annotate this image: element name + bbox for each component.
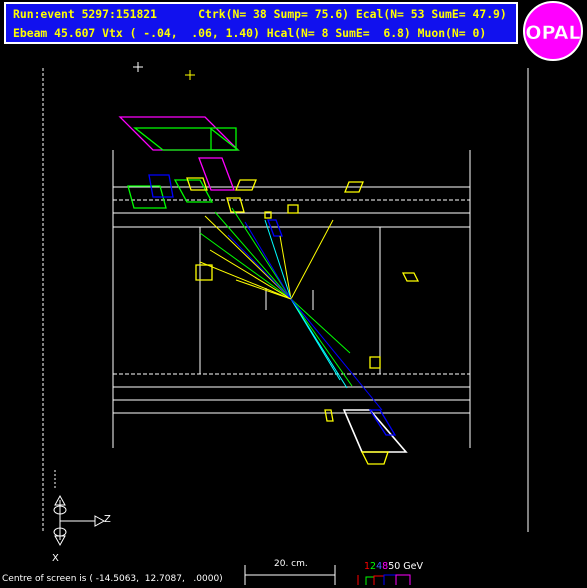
scale-bar bbox=[244, 565, 336, 585]
centre-of-screen-text: Centre of screen is ( -14.5063, 12.7087,… bbox=[2, 574, 223, 584]
energy-scale-legend: 124850 GeV bbox=[356, 561, 423, 572]
energy-scale-4: 4 bbox=[376, 561, 383, 572]
x-axis-label: X bbox=[52, 553, 59, 564]
energy-scale-2: 2 bbox=[370, 561, 377, 572]
ebeam-vtx-text: Ebeam 45.607 Vtx ( -.04, .06, 1.40) bbox=[13, 26, 260, 40]
hcal-muon-summary: Hcal(N= 8 SumE= 6.8) Muon(N= 0) bbox=[266, 26, 487, 40]
z-axis-label: Z bbox=[104, 514, 111, 525]
header-row-1: Run:event 5297:151821 Ctrk(N= 38 Sump= 7… bbox=[13, 5, 507, 24]
ctrk-ecal-summary: Ctrk(N= 38 Sump= 75.6) Ecal(N= 53 SumE= … bbox=[198, 7, 507, 21]
energy-scale-1: 1 bbox=[364, 561, 371, 572]
energy-scale-icons bbox=[357, 574, 411, 585]
calorimeter-blocks-top bbox=[118, 116, 420, 465]
opal-logo-icon: OPAL bbox=[523, 1, 583, 61]
axis-triad-icon bbox=[53, 470, 106, 547]
event-header: Run:event 5297:151821 Ctrk(N= 38 Sump= 7… bbox=[4, 2, 518, 44]
scale-label: 20. cm. bbox=[274, 559, 308, 569]
tracks bbox=[199, 207, 383, 411]
marker-cross-yellow bbox=[185, 70, 195, 80]
run-event-text: Run:event 5297:151821 bbox=[13, 7, 158, 21]
energy-scale-50: 50 GeV bbox=[388, 561, 424, 572]
header-row-2: Ebeam 45.607 Vtx ( -.04, .06, 1.40) Hcal… bbox=[13, 24, 486, 43]
marker-cross-white bbox=[133, 62, 143, 72]
energy-scale-8: 8 bbox=[382, 561, 389, 572]
logo-text: OPAL bbox=[525, 22, 580, 44]
detector-outline bbox=[42, 68, 529, 532]
